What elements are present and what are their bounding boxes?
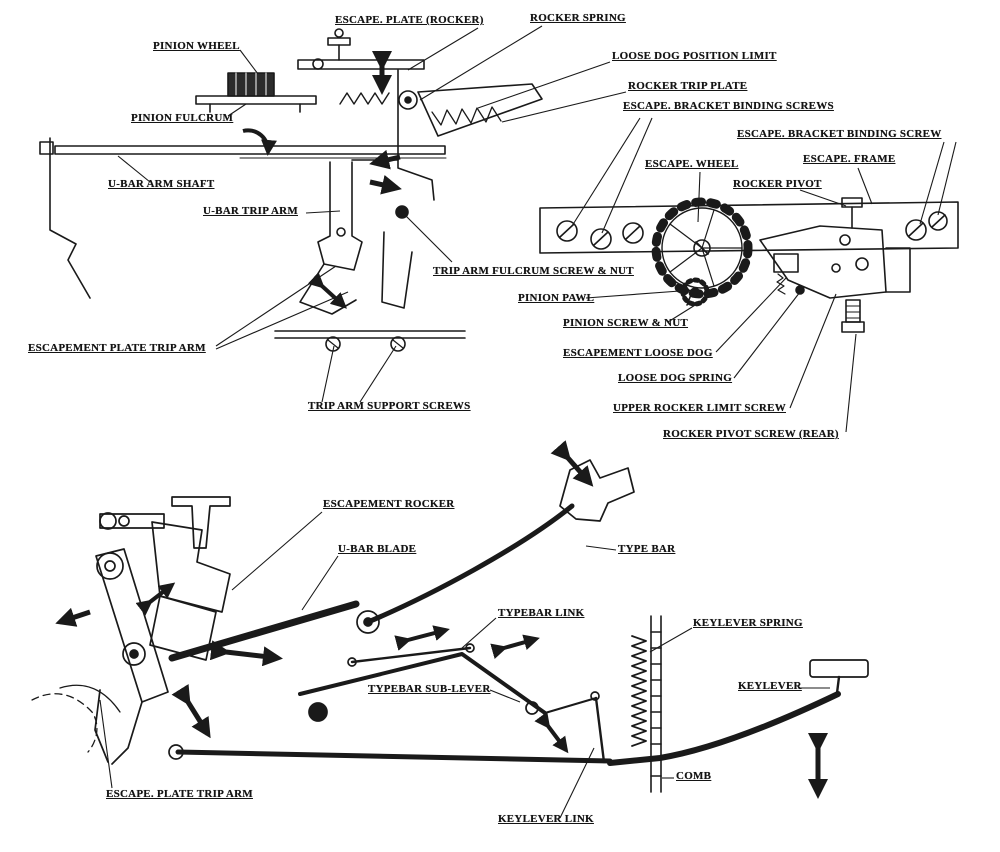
escape-wheel bbox=[651, 197, 753, 299]
keylever bbox=[607, 659, 869, 766]
label-escape-bracket-binding-screws: ESCAPE. BRACKET BINDING SCREWS bbox=[623, 100, 834, 112]
label-escape-plate-rocker: ESCAPE. PLATE (ROCKER) bbox=[335, 14, 484, 26]
label-typebar-sub-lever: TYPEBAR SUB-LEVER bbox=[368, 683, 491, 695]
label-escapement-loose-dog: ESCAPEMENT LOOSE DOG bbox=[563, 347, 713, 359]
label-loose-dog-position-limit: LOOSE DOG POSITION LIMIT bbox=[612, 50, 777, 62]
label-trip-arm-fulcrum-screw-nut: TRIP ARM FULCRUM SCREW & NUT bbox=[433, 265, 634, 277]
label-rocker-pivot-screw-rear: ROCKER PIVOT SCREW (REAR) bbox=[663, 428, 839, 440]
label-escape-wheel: ESCAPE. WHEEL bbox=[645, 158, 739, 170]
label-type-bar: TYPE BAR bbox=[618, 543, 676, 555]
comb bbox=[650, 615, 662, 793]
label-typebar-link: TYPEBAR LINK bbox=[498, 607, 585, 619]
label-pinion-wheel: PINION WHEEL bbox=[153, 40, 240, 52]
label-u-bar-arm-shaft: U-BAR ARM SHAFT bbox=[108, 178, 215, 190]
label-rocker-pivot: ROCKER PIVOT bbox=[733, 178, 822, 190]
escapement-plate-assembly bbox=[39, 28, 543, 352]
binding-screws bbox=[556, 211, 948, 250]
keylever-link bbox=[590, 691, 606, 764]
label-keylever-link: KEYLEVER LINK bbox=[498, 813, 594, 825]
typebar-sub-lever bbox=[298, 652, 597, 722]
label-rocker-trip-plate: ROCKER TRIP PLATE bbox=[628, 80, 748, 92]
label-escape-plate-trip-arm: ESCAPE. PLATE TRIP ARM bbox=[106, 788, 253, 800]
motion-arrows bbox=[55, 51, 828, 799]
label-pinion-pawl: PINION PAWL bbox=[518, 292, 595, 304]
label-escapement-rocker: ESCAPEMENT ROCKER bbox=[323, 498, 455, 510]
label-u-bar-blade: U-BAR BLADE bbox=[338, 543, 417, 555]
loose-dog bbox=[773, 253, 805, 295]
label-pinion-fulcrum: PINION FULCRUM bbox=[131, 112, 234, 124]
label-loose-dog-spring: LOOSE DOG SPRING bbox=[618, 372, 733, 384]
label-keylever-spring: KEYLEVER SPRING bbox=[693, 617, 803, 629]
label-keylever: KEYLEVER bbox=[738, 680, 802, 692]
label-escapement-plate-trip-arm: ESCAPEMENT PLATE TRIP ARM bbox=[28, 342, 206, 354]
label-trip-arm-support-screws: TRIP ARM SUPPORT SCREWS bbox=[308, 400, 471, 412]
typebar-link bbox=[347, 643, 475, 667]
escape-frame-assembly bbox=[539, 197, 959, 333]
rocker bbox=[759, 197, 911, 333]
label-u-bar-trip-arm: U-BAR TRIP ARM bbox=[203, 205, 298, 217]
label-pinion-screw-nut: PINION SCREW & NUT bbox=[563, 317, 689, 329]
u-bar-blade bbox=[168, 600, 360, 662]
keylever-assembly bbox=[31, 459, 869, 793]
label-rocker-spring: ROCKER SPRING bbox=[530, 12, 626, 24]
label-upper-rocker-limit-screw: UPPER ROCKER LIMIT SCREW bbox=[613, 402, 786, 414]
leader-lines bbox=[99, 25, 957, 819]
keylever-spring bbox=[631, 635, 647, 747]
label-escape-bracket-binding-screw: ESCAPE. BRACKET BINDING SCREW bbox=[737, 128, 942, 140]
pinion-and-pawl bbox=[675, 277, 710, 307]
label-escape-frame: ESCAPE. FRAME bbox=[803, 153, 896, 165]
label-comb: COMB bbox=[676, 770, 712, 782]
